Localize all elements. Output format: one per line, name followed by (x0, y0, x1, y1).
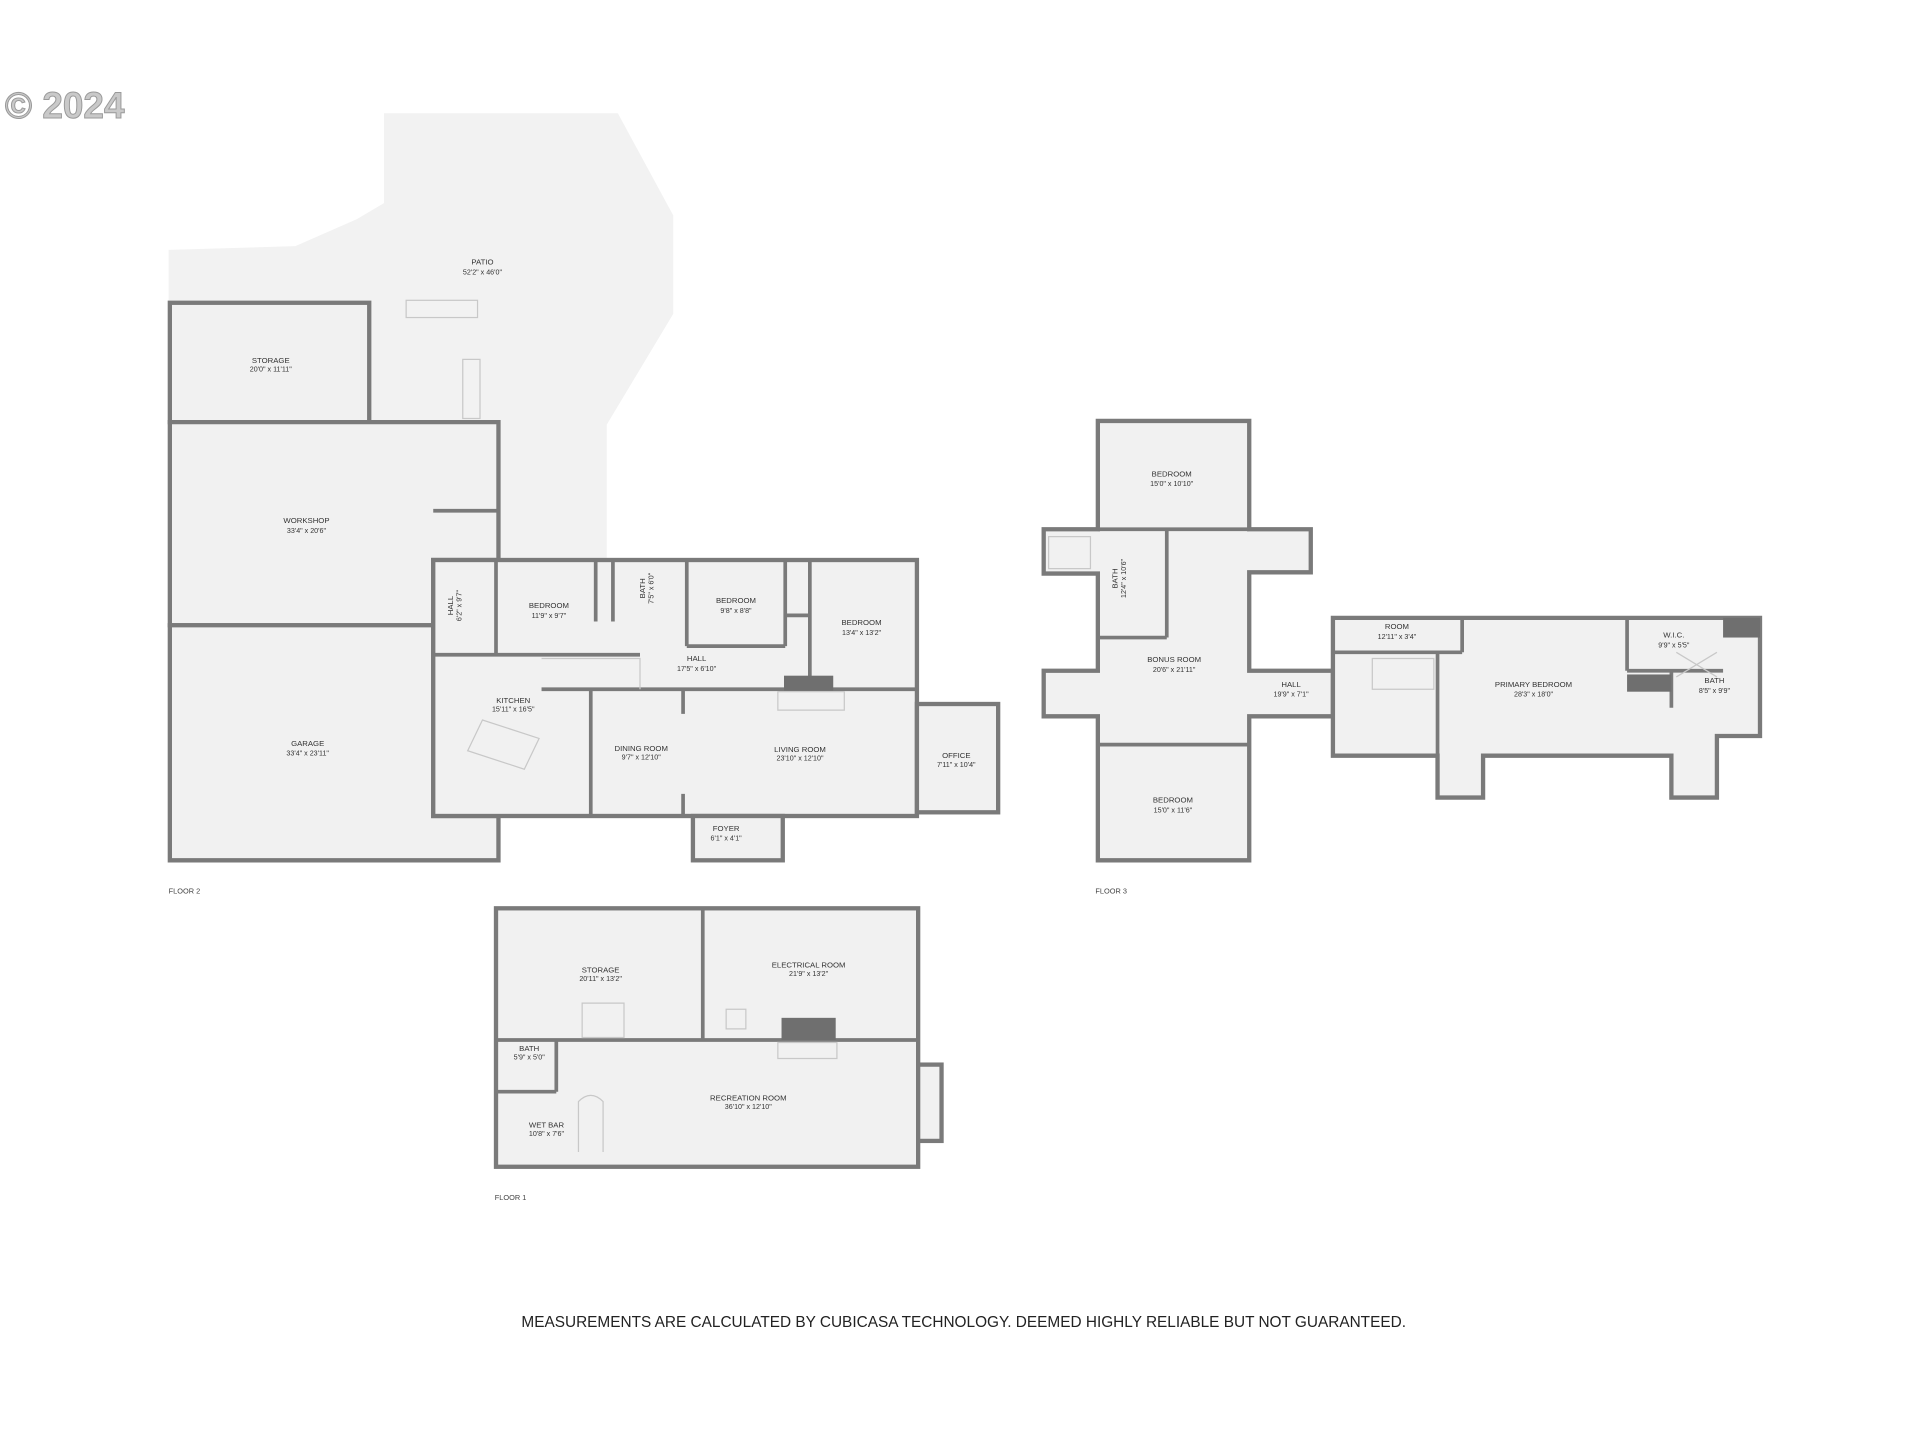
room-dims: 28'3" x 18'0" (1514, 691, 1554, 699)
room-dims: 15'0" x 10'10" (1150, 480, 1194, 488)
disclaimer-text: MEASUREMENTS ARE CALCULATED BY CUBICASA … (521, 1314, 1406, 1331)
floor-1: STORAGE 20'11" x 13'2" ELECTRICAL ROOM 2… (493, 906, 944, 1202)
room-dims: 10'8" x 7'6" (529, 1130, 565, 1138)
room-dims: 8'5" x 9'9" (1699, 687, 1731, 695)
room-dims: 13'4" x 13'2" (842, 629, 882, 637)
floor-label: FLOOR 3 (1095, 887, 1127, 896)
room-label: LIVING ROOM (774, 745, 826, 754)
floor-1-outline (493, 906, 921, 1169)
room-label: BEDROOM (1153, 795, 1193, 804)
room-label: HALL (687, 654, 707, 663)
room-dims: 20'0" x 11'11" (250, 366, 292, 374)
room-label: W.I.C. (1663, 631, 1684, 640)
room-dims: 33'4" x 20'6" (287, 527, 327, 535)
floor-3: BEDROOM 15'0" x 10'10" BATH 12'4" x 10'6… (1041, 418, 1763, 896)
room-dims: 12'4" x 10'6" (1120, 558, 1128, 598)
room-dims: 20'6" x 21'11" (1153, 666, 1196, 674)
room-dims: 7'5" x 6'0" (648, 572, 656, 604)
room-dims: 5'9" x 5'0" (514, 1054, 546, 1062)
room-label: DINING ROOM (615, 744, 668, 753)
room-dims: 9'7" x 12'10" (622, 753, 662, 761)
office-room (914, 701, 1001, 815)
room-label: ROOM (1385, 622, 1409, 631)
room-label: WET BAR (529, 1120, 565, 1129)
foyer-room (690, 813, 785, 863)
room-dims: 9'8" x 8'8" (720, 607, 752, 615)
room-label: BEDROOM (1152, 469, 1192, 478)
room-label: BONUS ROOM (1147, 655, 1201, 664)
floor-2: PATIO 52'2" x 46'0" STORAGE 20'0" x 11'1… (167, 113, 1001, 896)
room-dims: 20'11" x 13'2" (579, 975, 622, 983)
room-dims: 33'4" x 23'11" (286, 750, 329, 758)
room-dims: 12'11" x 3'4" (1378, 633, 1417, 641)
storage-room (167, 300, 372, 425)
floor-label: FLOOR 2 (169, 887, 201, 896)
floor-3-right-wing (1330, 615, 1763, 800)
room-dims: 17'5" x 6'10" (677, 665, 717, 673)
room-dims: 52'2" x 46'0" (463, 268, 503, 276)
copyright-watermark: © 2024 (5, 85, 125, 126)
room-label: RECREATION ROOM (710, 1093, 787, 1102)
room-dims: 21'9" x 13'2" (789, 970, 829, 978)
room-dims: 23'10" x 12'10" (776, 755, 823, 763)
room-dims: 15'0" x 11'6" (1154, 806, 1193, 814)
room-label: WORKSHOP (283, 516, 329, 525)
room-label: ELECTRICAL ROOM (772, 960, 846, 969)
room-label: STORAGE (582, 965, 620, 974)
room-label: PATIO (471, 258, 493, 267)
room-dims: 15'11" x 16'5" (492, 705, 535, 713)
room-dims: 19'9" x 7'1" (1274, 691, 1310, 699)
room-label: BATH (638, 578, 647, 598)
room-dims: 36'10" x 12'10" (725, 1103, 772, 1111)
room-label: HALL (446, 595, 455, 615)
room-label: STORAGE (252, 356, 290, 365)
room-dims: 7'11" x 10'4" (937, 761, 976, 769)
room-label: PRIMARY BEDROOM (1495, 680, 1572, 689)
room-label: BATH (1704, 676, 1724, 685)
room-label: GARAGE (291, 739, 324, 748)
room-label: BEDROOM (716, 596, 756, 605)
room-label: BEDROOM (842, 618, 882, 627)
room-label: BEDROOM (529, 601, 569, 610)
floor-label: FLOOR 1 (495, 1193, 527, 1202)
room-dims: 6'2" x 9'7" (456, 589, 464, 621)
room-dims: 6'1" x 4'1" (711, 835, 743, 843)
room-dims: 9'9" x 5'5" (1658, 641, 1690, 649)
room-label: BATH (1111, 568, 1120, 588)
room-label: KITCHEN (496, 696, 530, 705)
room-label: HALL (1281, 680, 1301, 689)
room-label: BATH (519, 1044, 539, 1053)
room-dims: 11'9" x 9'7" (532, 612, 567, 620)
room-label: FOYER (713, 824, 740, 833)
room-label: OFFICE (942, 751, 970, 760)
